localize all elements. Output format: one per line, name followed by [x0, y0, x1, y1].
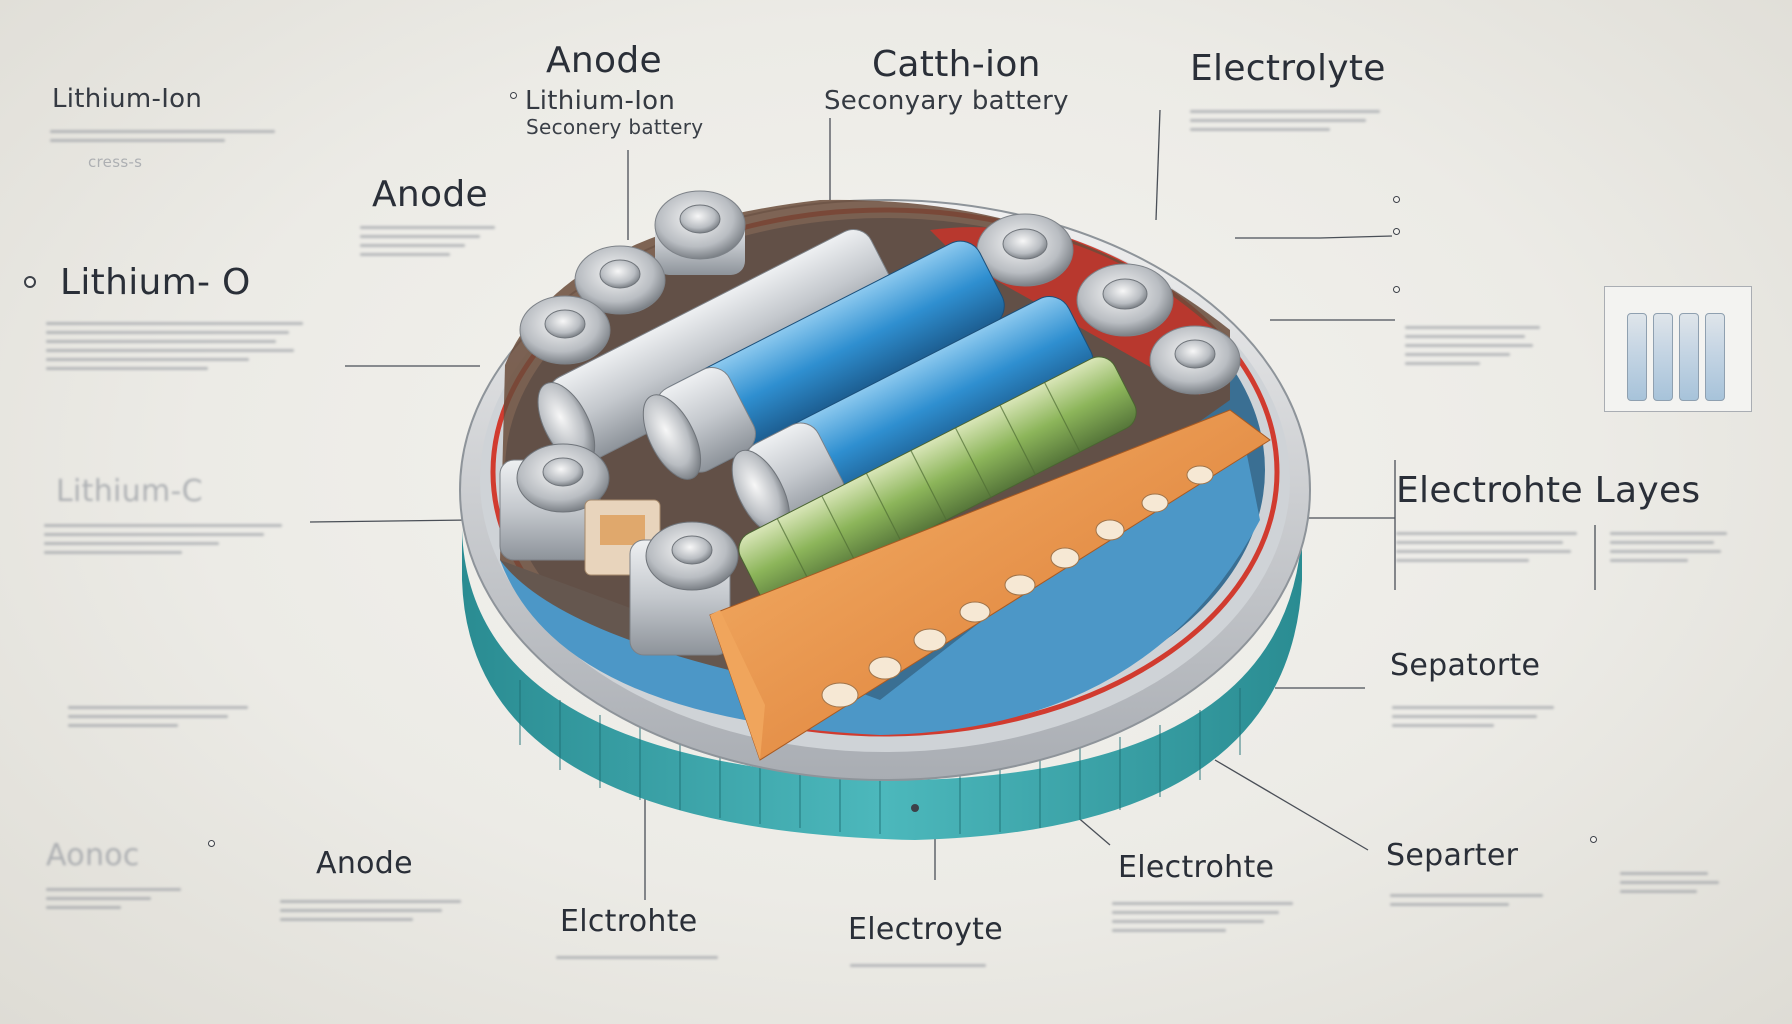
label-bottom-anode: Anode: [316, 846, 413, 881]
marker-dot: [24, 276, 36, 288]
desc-right-layers-1: [1396, 526, 1586, 568]
desc-bottom-right: [1620, 866, 1730, 899]
small-cells-right: [976, 213, 1241, 395]
desc-right-panel: [1405, 320, 1555, 371]
cell-stack-thumbnail: [1604, 286, 1752, 412]
desc-bottom-electrolyte1: [556, 950, 736, 965]
label-bottom-separator: Separter: [1386, 838, 1519, 873]
marker-dot: [510, 92, 517, 99]
label-right-separator: Sepatorte: [1390, 648, 1541, 683]
desc-left-lower: [68, 700, 268, 733]
desc-mid-anode: [360, 220, 510, 262]
label-top-left-title: Lithium-Ion: [52, 84, 203, 114]
marker-dot: [1393, 196, 1400, 203]
label-top-left-sub: cress-s: [88, 153, 143, 171]
label-top-cathode-sub: Seconyary battery: [824, 86, 1069, 116]
label-left-faded: Lithium-C: [56, 474, 203, 509]
label-mid-anode: Anode: [372, 174, 488, 215]
label-top-anode-sub1: Lithium-Ion: [525, 86, 676, 116]
desc-top-electrolyte: [1190, 104, 1390, 137]
desc-right-layers-2: [1610, 526, 1740, 568]
marker-dot: [1393, 286, 1400, 293]
cell-blue-1: [642, 240, 1005, 480]
label-top-electrolyte: Electrolyte: [1190, 48, 1386, 89]
label-top-anode: Anode: [546, 40, 662, 81]
leader-bottom-separator: [1214, 759, 1369, 851]
label-bottom-electrolyte2: Electroyte: [848, 912, 1004, 947]
leader-right-1: [1235, 235, 1393, 239]
label-bottom-electrolyte3: Electrohte: [1118, 850, 1275, 885]
small-cells-left: [519, 190, 746, 365]
tray-orange: [709, 409, 1271, 761]
cells-lower-left: [499, 443, 739, 656]
label-top-anode-sub2: Seconery battery: [526, 115, 704, 139]
desc-bottom-anode: [280, 894, 470, 927]
leader-left-2: [309, 519, 471, 523]
leader-top-electrolyte: [1155, 109, 1161, 221]
desc-top-left: [50, 124, 300, 148]
label-top-cathode: Catth-ion: [872, 44, 1041, 85]
marker-dot: [1393, 228, 1400, 235]
desc-bottom-separator: [1390, 888, 1560, 912]
desc-bottom-left: [46, 882, 196, 915]
marker-dot: [1590, 836, 1597, 843]
desc-bottom-electrolyte2: [850, 958, 1020, 973]
label-bottom-left-faded: Aonoc: [46, 838, 140, 873]
label-right-layers: Electrohte Layes: [1396, 470, 1701, 511]
marker-dot: [208, 840, 215, 847]
desc-left-faded: [44, 518, 294, 560]
desc-bottom-electrolyte3: [1112, 896, 1302, 938]
desc-left-lithium: [46, 316, 316, 376]
label-left-lithium: Lithium- O: [60, 262, 251, 303]
cell-blue-2: [731, 296, 1094, 536]
desc-right-separator: [1392, 700, 1562, 733]
label-bottom-electrolyte1: Elctrohte: [560, 904, 698, 939]
